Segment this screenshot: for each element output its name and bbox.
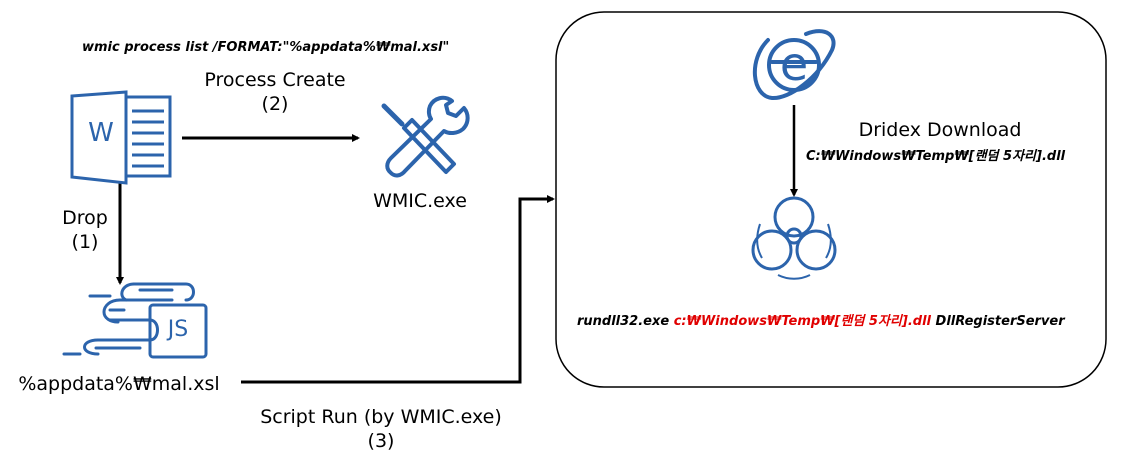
dridex-download-path: C:₩Windows₩Temp₩[랜덤 5자리].dll — [806, 149, 1066, 164]
rundll-command: rundll32.exe c:₩Windows₩Temp₩[랜덤 5자리].dl… — [577, 310, 1065, 329]
drop-text: Drop — [62, 207, 108, 229]
sandbox-box — [555, 11, 1107, 388]
wmic-command-text: wmic process list /FORMAT:"%appdata%₩mal… — [82, 40, 450, 55]
process-create-label: Process Create (2) — [170, 68, 380, 116]
js-icon-label: JS — [167, 317, 189, 342]
process-create-text: Process Create — [204, 69, 346, 91]
rundll-prefix: rundll32.exe — [577, 314, 674, 329]
rundll-path: c:₩Windows₩Temp₩[랜덤 5자리].dll — [673, 314, 931, 329]
drop-label: Drop (1) — [40, 206, 130, 254]
process-create-step: (2) — [261, 93, 289, 115]
dridex-download-label: Dridex Download — [858, 119, 1022, 141]
script-run-step: (3) — [367, 430, 395, 452]
drop-step: (1) — [71, 231, 99, 253]
arrow-script-run — [241, 195, 555, 384]
rundll-suffix: DllRegisterServer — [931, 314, 1065, 329]
script-run-text: Script Run (by WMIC.exe) — [260, 406, 502, 428]
script-run-label: Script Run (by WMIC.exe) (3) — [226, 405, 536, 453]
xsl-file-label: %appdata%₩mal.xsl — [18, 373, 220, 395]
svg-text:e: e — [780, 37, 808, 91]
wmic-exe-label: WMIC.exe — [373, 190, 467, 212]
word-icon-letter: W — [88, 118, 114, 148]
